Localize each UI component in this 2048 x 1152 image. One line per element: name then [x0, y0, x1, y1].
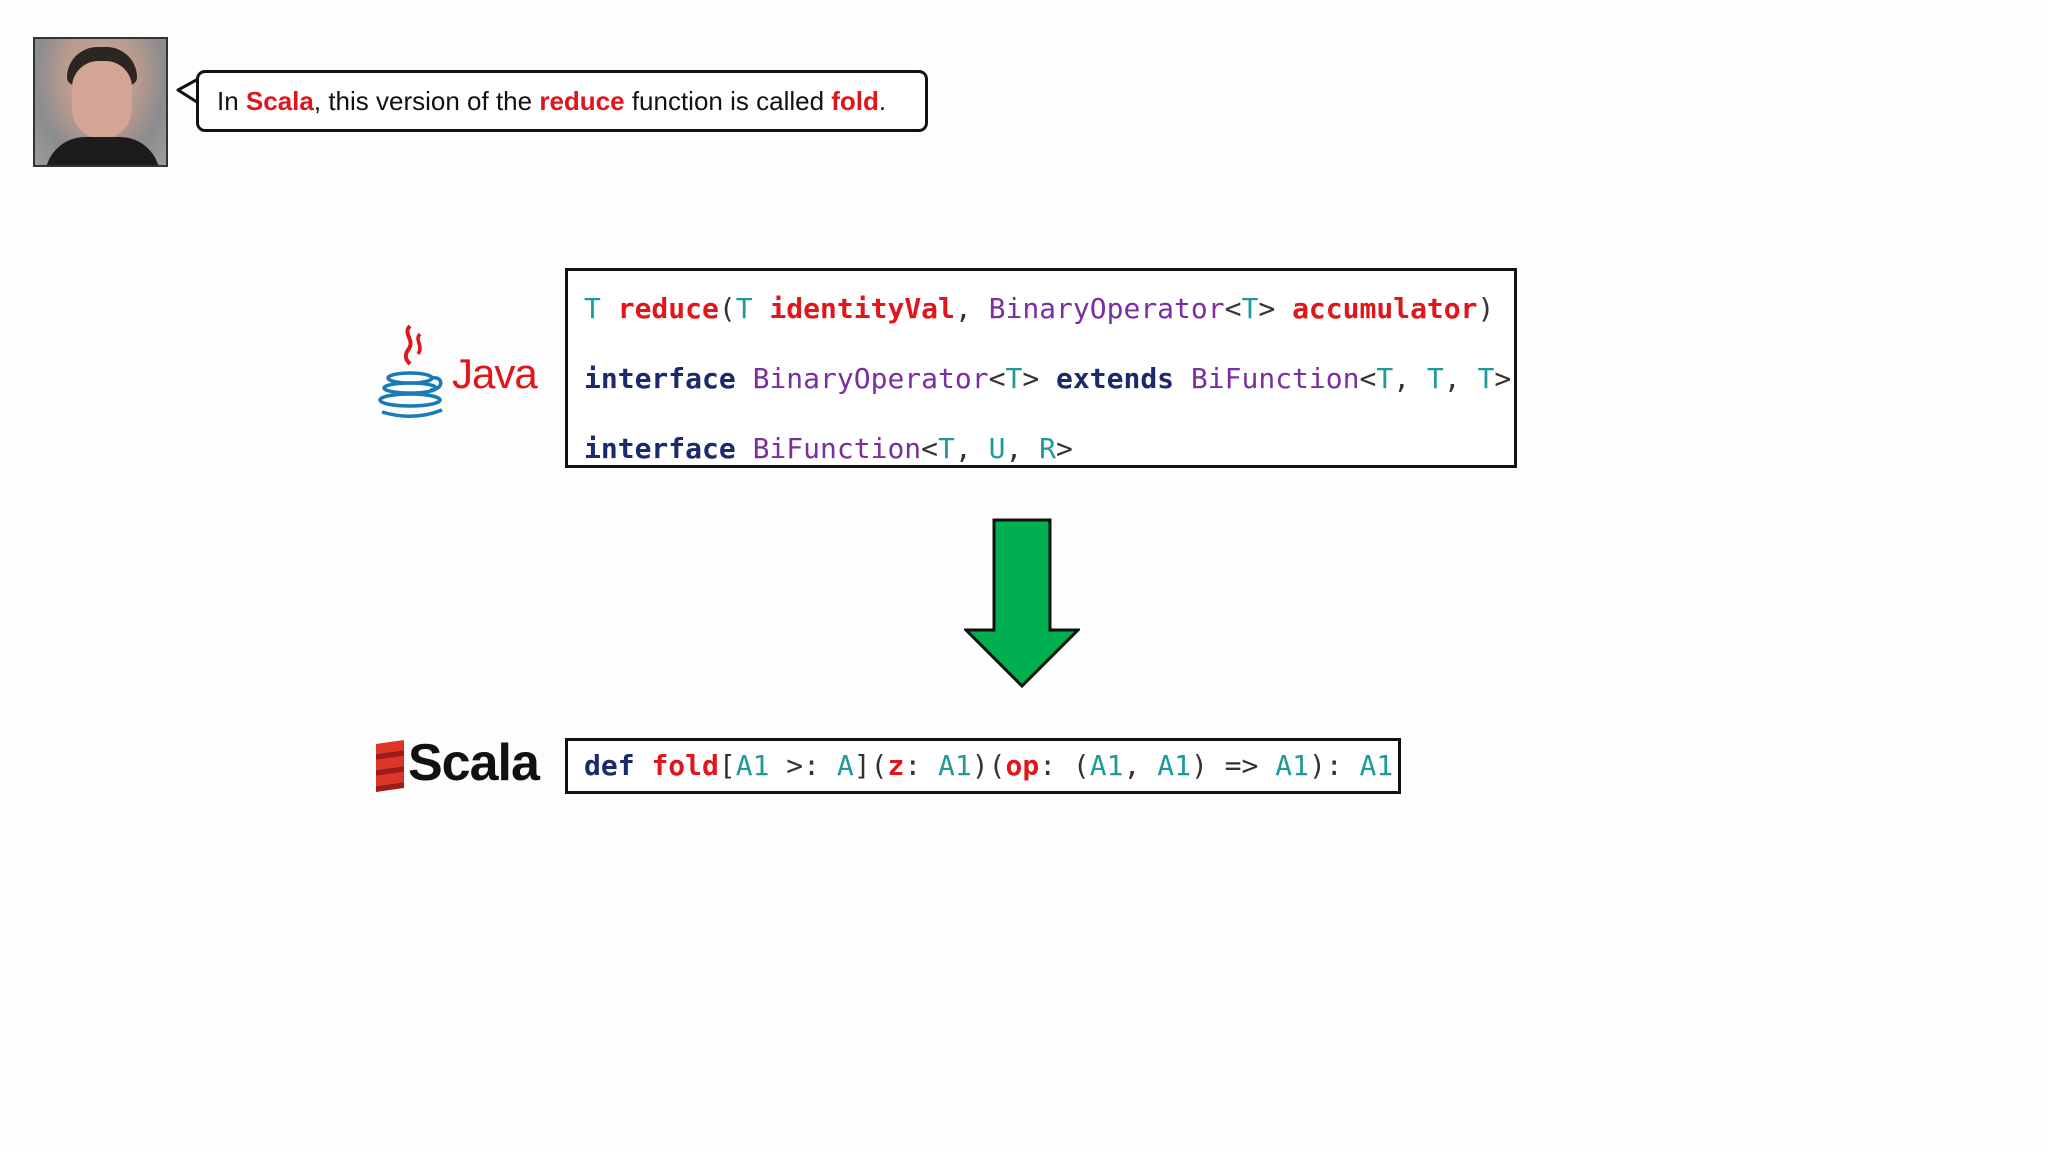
code-token: ): — [1308, 749, 1360, 782]
code-token: A1 — [1089, 749, 1124, 782]
code-token: , — [1393, 362, 1427, 395]
code-token: < — [1359, 362, 1377, 395]
bubble-text-segment: In — [217, 85, 246, 116]
code-token: A1 — [1359, 749, 1394, 782]
code-token: < — [921, 432, 939, 465]
code-token: : — [904, 749, 939, 782]
code-token: z — [887, 749, 905, 782]
code-token: < — [988, 362, 1006, 395]
highlighted-term: Scala — [245, 85, 314, 116]
code-token: fold — [651, 749, 719, 782]
code-token: A1 — [1157, 749, 1191, 782]
code-token — [1174, 362, 1191, 395]
code-token: ) — [1477, 292, 1495, 325]
code-token: BiFunction — [1190, 362, 1360, 395]
code-token: A1 — [938, 749, 972, 782]
code-token: A — [836, 749, 854, 782]
code-token: : ( — [1039, 749, 1090, 782]
speech-bubble: In Scala, this version of the reduce fun… — [196, 70, 928, 132]
code-line: def fold[A1 >: A](z: A1)(op: (A1, A1) =>… — [584, 741, 1393, 791]
code-token: > — [1022, 362, 1057, 395]
bubble-text-segment: function is called — [624, 85, 832, 116]
code-token: T — [1477, 362, 1495, 395]
bubble-text-segment: . — [878, 85, 887, 116]
java-logo-text: Java — [452, 350, 538, 397]
bubble-text-segment: , this version of the — [313, 85, 540, 116]
code-token — [736, 432, 753, 465]
code-token: ) => — [1190, 749, 1276, 782]
code-token: BinaryOperator — [752, 362, 989, 395]
code-token: T — [1426, 362, 1444, 395]
code-token: identityVal — [769, 292, 955, 325]
code-token: < — [1224, 292, 1242, 325]
code-token: T — [1241, 292, 1259, 325]
code-token: )( — [971, 749, 1006, 782]
scala-code-box: def fold[A1 >: A](z: A1)(op: (A1, A1) =>… — [565, 738, 1401, 794]
scala-logo-text: Scala — [408, 734, 540, 792]
code-token: >: — [769, 749, 837, 782]
code-line: interface BiFunction<T, U, R> — [584, 421, 1498, 491]
code-token: ( — [718, 292, 736, 325]
code-token: , — [1123, 749, 1158, 782]
java-coffee-cup-icon — [378, 324, 443, 418]
speech-bubble-text: In Scala, this version of the reduce fun… — [217, 86, 886, 117]
presenter-avatar — [33, 37, 168, 167]
code-token: def — [584, 749, 635, 782]
code-token: T — [1376, 362, 1394, 395]
code-token: interface — [584, 432, 736, 465]
code-token: A1 — [1275, 749, 1309, 782]
code-token — [635, 749, 652, 782]
highlighted-term: reduce — [539, 85, 625, 116]
code-token: > — [1056, 432, 1073, 465]
down-arrow-icon — [964, 518, 1080, 688]
code-token: T — [584, 292, 601, 325]
code-token: [ — [718, 749, 736, 782]
code-token: U — [988, 432, 1006, 465]
code-token: reduce — [617, 292, 719, 325]
code-token — [753, 292, 770, 325]
code-token: > — [1494, 362, 1512, 395]
code-token: extends — [1056, 362, 1175, 395]
code-line: interface BinaryOperator<T> extends BiFu… — [584, 351, 1511, 421]
code-token: > — [1258, 292, 1293, 325]
code-token: ]( — [853, 749, 888, 782]
code-token: A1 — [735, 749, 770, 782]
code-token: R — [1039, 432, 1057, 465]
code-token: , — [954, 432, 989, 465]
code-token: op — [1005, 749, 1040, 782]
java-code-box: T reduce(T identityVal, BinaryOperator<T… — [565, 268, 1517, 468]
code-token: BinaryOperator — [988, 292, 1225, 325]
code-token: interface — [584, 362, 736, 395]
code-token — [736, 362, 753, 395]
code-token: accumulator — [1292, 292, 1478, 325]
code-token: T — [735, 292, 753, 325]
code-token: , — [954, 292, 989, 325]
code-token: T — [938, 432, 955, 465]
code-token: BiFunction — [752, 432, 922, 465]
highlighted-term: fold — [831, 85, 879, 116]
code-token: T — [1005, 362, 1023, 395]
code-token — [601, 292, 618, 325]
code-token: , — [1443, 362, 1478, 395]
code-token: , — [1005, 432, 1040, 465]
code-line: T reduce(T identityVal, BinaryOperator<T… — [584, 281, 1498, 351]
scala-logo-icon — [376, 740, 404, 792]
